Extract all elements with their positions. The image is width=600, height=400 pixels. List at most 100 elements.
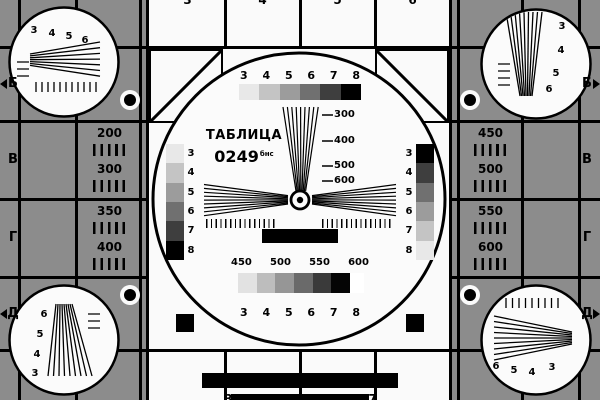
gray-step bbox=[239, 84, 260, 100]
scale-digit: 8 bbox=[187, 244, 195, 256]
top-grayscale-labels: 3 4 5 6 7 8 bbox=[240, 69, 360, 82]
gray-step bbox=[416, 163, 434, 183]
wedge-label: 300 bbox=[334, 109, 355, 120]
resolution-bars bbox=[474, 222, 507, 234]
registration-target bbox=[120, 285, 140, 305]
scale-digit: 8 bbox=[352, 306, 360, 319]
gray-step bbox=[350, 273, 365, 293]
corner-digit: 4 bbox=[529, 367, 536, 378]
top-grayscale-strip bbox=[239, 84, 361, 100]
edge-digit-bottom: 3 bbox=[221, 392, 236, 400]
edge-digit-bottom: 7 bbox=[365, 392, 380, 400]
title-number: 0249бнс bbox=[200, 147, 288, 166]
right-wedge-labels: 3 4 5 6 7 8 bbox=[404, 144, 414, 260]
title-number-value: 0249 bbox=[214, 147, 259, 166]
corner-circle-top-left: 3 4 5 6 bbox=[8, 6, 120, 118]
gray-step bbox=[256, 273, 276, 293]
wedge-label: 500 bbox=[334, 160, 355, 171]
gray-step bbox=[166, 144, 184, 164]
row-letter-left: В bbox=[8, 152, 18, 167]
edge-digit-top: 4 bbox=[255, 0, 270, 8]
resolution-number: 550 bbox=[477, 204, 504, 218]
corner-digit: 6 bbox=[82, 35, 89, 46]
edge-digit-value: 3 bbox=[183, 0, 192, 7]
corner-digit: 4 bbox=[34, 349, 41, 360]
row-letter-left: Б bbox=[8, 76, 18, 91]
edge-digit-top: 3 bbox=[180, 0, 195, 8]
scale-digit: 7 bbox=[329, 306, 338, 319]
corner-digit: 3 bbox=[32, 368, 39, 379]
right-step-wedge bbox=[416, 144, 434, 260]
gray-step bbox=[299, 84, 321, 100]
scale-digit: 8 bbox=[352, 69, 360, 82]
title-superscript: бнс bbox=[259, 149, 274, 158]
tick-comb-left bbox=[206, 219, 278, 228]
scale-digit: 5 bbox=[284, 69, 293, 82]
scale-digit: 5 bbox=[284, 306, 293, 319]
resolution-bars bbox=[93, 222, 126, 234]
gray-step bbox=[166, 201, 184, 222]
corner-digit: 6 bbox=[546, 84, 553, 95]
gray-step bbox=[275, 273, 295, 293]
registration-target bbox=[460, 90, 480, 110]
bottom-grayscale-strip bbox=[238, 273, 365, 293]
edge-digit-top: 5 bbox=[330, 0, 345, 8]
scale-digit: 6 bbox=[187, 206, 195, 218]
scale-digit: 6 bbox=[405, 206, 413, 218]
scale-digit: 7 bbox=[405, 225, 413, 237]
gray-step bbox=[166, 182, 184, 202]
gray-step bbox=[331, 273, 351, 293]
corner-digit: 3 bbox=[549, 362, 556, 373]
left-step-wedge bbox=[166, 144, 184, 260]
scale-digit: 3 bbox=[240, 306, 248, 319]
gray-step bbox=[320, 84, 341, 100]
black-square-left bbox=[176, 314, 194, 332]
freq-label: 600 bbox=[348, 257, 369, 268]
resolution-bars bbox=[474, 258, 507, 270]
scale-digit: 4 bbox=[262, 306, 271, 319]
gray-step bbox=[166, 221, 184, 241]
resolution-bars bbox=[93, 144, 126, 156]
bottom-black-bar bbox=[202, 373, 398, 388]
gray-step bbox=[259, 84, 280, 100]
corner-digit: 5 bbox=[511, 365, 518, 376]
corner-circle-top-right: 3 4 5 6 bbox=[480, 8, 592, 120]
horizontal-fan-right bbox=[311, 183, 397, 217]
edge-marker-icon bbox=[593, 309, 600, 319]
left-wedge-labels: 3 4 5 6 7 8 bbox=[186, 144, 196, 260]
corner-digit: 6 bbox=[41, 309, 48, 320]
gray-step bbox=[279, 84, 300, 100]
resolution-bars bbox=[474, 180, 507, 192]
scale-digit: 3 bbox=[405, 148, 413, 160]
scale-digit: 6 bbox=[307, 306, 316, 319]
resolution-number: 350 bbox=[96, 204, 123, 218]
registration-target bbox=[120, 90, 140, 110]
row-letter-right: Г bbox=[582, 230, 592, 245]
resolution-bars bbox=[474, 144, 507, 156]
row-letter-right: Б bbox=[582, 76, 592, 91]
bottom-grayscale-labels: 3 4 5 6 7 8 bbox=[240, 306, 360, 319]
resolution-bars bbox=[93, 258, 126, 270]
scale-digit: 4 bbox=[187, 167, 195, 179]
gray-step bbox=[294, 273, 313, 293]
gray-step bbox=[312, 273, 332, 293]
wedge-label: 400 bbox=[334, 135, 355, 146]
edge-digit-bottom: 5 bbox=[293, 392, 308, 400]
edge-marker-icon bbox=[0, 79, 7, 89]
edge-digit-value: 5 bbox=[296, 392, 305, 400]
tick-comb-right bbox=[322, 219, 394, 228]
corner-circle-bottom-left: 6 5 4 3 bbox=[8, 284, 120, 396]
gray-step bbox=[416, 221, 434, 241]
freq-label: 450 bbox=[231, 257, 252, 268]
gray-step bbox=[416, 240, 434, 260]
resolution-number: 450 bbox=[477, 126, 504, 140]
wedge-label: 600 bbox=[334, 175, 355, 186]
edge-marker-icon bbox=[593, 79, 600, 89]
title-word: ТАБЛИЦА bbox=[205, 128, 283, 143]
corner-circle-bottom-right: 6 5 4 3 bbox=[480, 284, 592, 396]
scale-digit: 5 bbox=[405, 186, 413, 198]
resolution-number: 500 bbox=[477, 162, 504, 176]
scale-digit: 8 bbox=[405, 244, 413, 256]
scale-digit: 7 bbox=[187, 225, 195, 237]
edge-marker-icon bbox=[0, 309, 7, 319]
